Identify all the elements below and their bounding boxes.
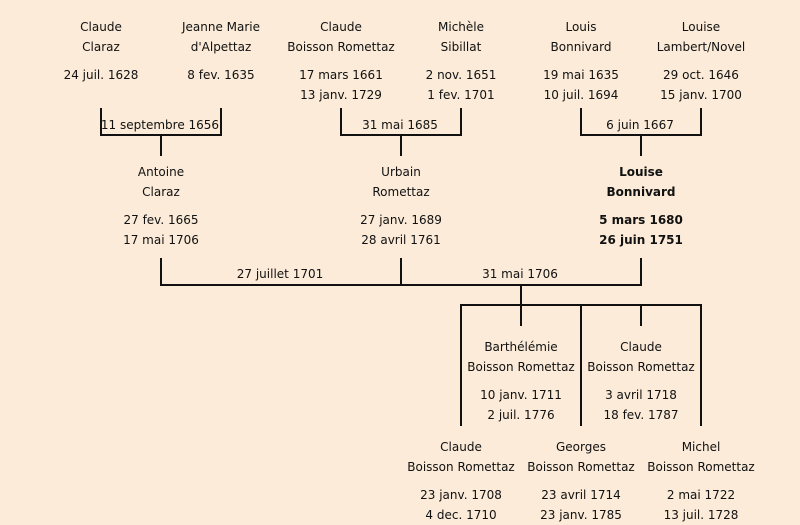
person-death-date: 10 juil. 1694: [543, 88, 619, 102]
person-first-name: Barthélémie: [484, 340, 558, 354]
person-birth-date: 3 avril 1718: [605, 388, 677, 402]
person-birth-date: 19 mai 1635: [543, 68, 619, 82]
person-death-date: 23 janv. 1785: [540, 508, 622, 522]
person-birth-date: 23 janv. 1708: [420, 488, 502, 502]
person-death-date: 4 dec. 1710: [425, 508, 497, 522]
marriage-date: 31 mai 1706: [482, 267, 558, 281]
person-first-name: Michel: [681, 440, 721, 454]
person-last-name: Boisson Romettaz: [407, 460, 515, 474]
person-birth-date: 10 janv. 1711: [480, 388, 562, 402]
person-birth-date: 29 oct. 1646: [663, 68, 739, 82]
person-birth-date: 2 nov. 1651: [425, 68, 497, 82]
person-card: Jeanne Marie d'Alpettaz 8 fev. 1635: [151, 17, 291, 105]
person-birth-date: 27 fev. 1665: [123, 213, 199, 227]
person-first-name: Georges: [556, 440, 606, 454]
person-first-name: Claude: [80, 20, 122, 34]
person-last-name: Boisson Romettaz: [527, 460, 635, 474]
person-last-name: Claraz: [142, 185, 180, 199]
person-first-name: Claude: [440, 440, 482, 454]
person-birth-date: 27 janv. 1689: [360, 213, 442, 227]
person-last-name: Lambert/Novel: [656, 40, 746, 54]
person-death-date: 15 janv. 1700: [660, 88, 742, 102]
person-first-name: Louis: [565, 20, 597, 34]
person-first-name: Claude: [620, 340, 662, 354]
person-death-date: 26 juin 1751: [599, 233, 683, 247]
person-birth-date: 5 mars 1680: [599, 213, 683, 227]
person-first-name: Urbain: [381, 165, 421, 179]
person-last-name: Bonnivard: [550, 40, 612, 54]
person-birth-date: 2 mai 1722: [666, 488, 736, 502]
person-death-date: 17 mai 1706: [123, 233, 199, 247]
person-last-name: Claraz: [82, 40, 120, 54]
person-first-name: Louise: [681, 20, 721, 34]
marriage-date: 11 septembre 1656: [100, 118, 220, 132]
person-birth-date: 8 fev. 1635: [187, 68, 255, 82]
person-death-date: 18 fev. 1787: [603, 408, 679, 422]
person-death-date: 13 juil. 1728: [663, 508, 739, 522]
person-first-name: Louise: [619, 165, 663, 179]
person-death-date: 1 fev. 1701: [427, 88, 495, 102]
person-birth-date: 24 juil. 1628: [63, 68, 139, 82]
person-last-name: Boisson Romettaz: [587, 360, 695, 374]
person-last-name: Sibillat: [440, 40, 482, 54]
person-last-name: d'Alpettaz: [190, 40, 252, 54]
person-first-name: Michèle: [438, 20, 484, 34]
person-last-name: Bonnivard: [606, 185, 676, 199]
person-death-date: 13 janv. 1729: [300, 88, 382, 102]
person-birth-date: 23 avril 1714: [541, 488, 621, 502]
person-last-name: Romettaz: [372, 185, 430, 199]
person-last-name: Boisson Romettaz: [287, 40, 395, 54]
person-first-name: Jeanne Marie: [181, 20, 261, 34]
marriage-date: 27 juillet 1701: [236, 267, 324, 281]
person-death-date: [31, 85, 171, 105]
person-death-date: 2 juil. 1776: [487, 408, 555, 422]
person-death-date: 28 avril 1761: [361, 233, 441, 247]
person-birth-date: 17 mars 1661: [299, 68, 383, 82]
person-last-name: Boisson Romettaz: [467, 360, 575, 374]
person-first-name: Claude: [320, 20, 362, 34]
person-last-name: Boisson Romettaz: [647, 460, 755, 474]
person-first-name: Antoine: [137, 165, 185, 179]
person-death-date: [151, 85, 291, 105]
marriage-date: 31 mai 1685: [362, 118, 438, 132]
marriage-date: 6 juin 1667: [606, 118, 674, 132]
